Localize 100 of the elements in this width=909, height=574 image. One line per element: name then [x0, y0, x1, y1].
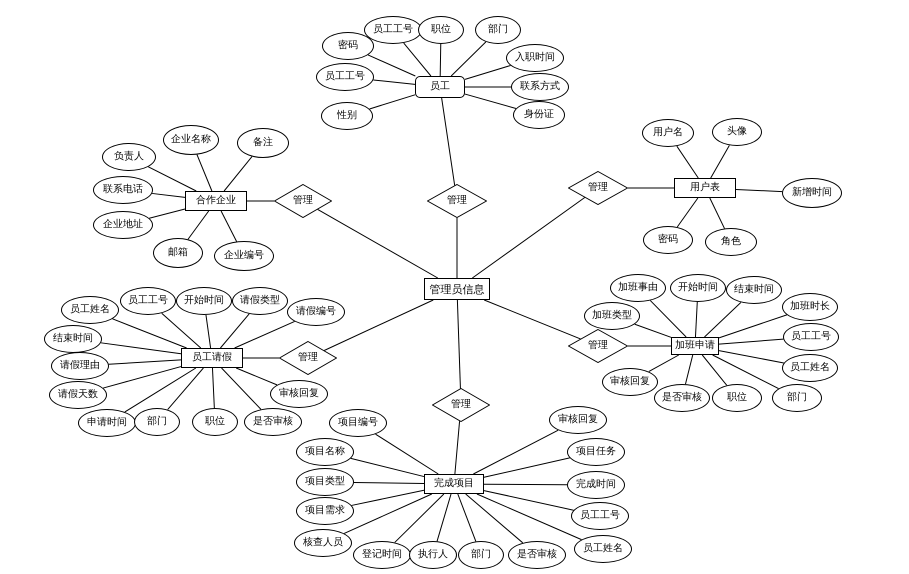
connector-line [369, 94, 416, 110]
connector-line [224, 156, 252, 192]
connector-line [464, 86, 512, 88]
relationship-diamond: 管理 [432, 388, 490, 422]
relationship-diamond: 管理 [568, 171, 628, 205]
attribute-ellipse: 员工工号 [571, 502, 629, 530]
attribute-ellipse: 员工姓名 [782, 354, 838, 382]
attribute-ellipse: 职位 [712, 384, 762, 412]
connector-line [465, 494, 524, 544]
connector-line [344, 494, 432, 534]
attribute-ellipse: 请假编号 [287, 298, 345, 326]
attribute-ellipse: 部门 [458, 541, 504, 569]
connector-line [710, 144, 730, 178]
attribute-ellipse: 开始时间 [176, 287, 232, 315]
connector-line [148, 166, 197, 192]
connector-line [718, 338, 784, 345]
attribute-ellipse: 企业编号 [214, 241, 274, 271]
attribute-ellipse: 邮箱 [153, 238, 203, 268]
attribute-ellipse: 项目编号 [329, 409, 387, 437]
attribute-ellipse: 头像 [712, 118, 762, 146]
connector-line [712, 354, 780, 390]
connector-line [650, 300, 687, 338]
attribute-ellipse: 请假类型 [232, 287, 288, 315]
connector-line [472, 430, 559, 474]
attribute-ellipse: 完成时间 [567, 471, 625, 499]
relationship-diamond: 管理 [427, 184, 487, 218]
connector-line [648, 354, 680, 372]
attribute-ellipse: 部门 [475, 16, 521, 44]
attribute-ellipse: 审核回复 [270, 380, 328, 408]
connector-line [676, 198, 698, 228]
attribute-ellipse: 密码 [643, 226, 693, 254]
attribute-ellipse: 是否审核 [244, 408, 302, 436]
connector-line [220, 210, 238, 242]
connector-line [441, 98, 456, 186]
attribute-ellipse: 结束时间 [44, 325, 102, 353]
connector-line [167, 368, 204, 410]
attribute-ellipse: 入职时间 [506, 44, 564, 72]
attribute-ellipse: 项目任务 [567, 438, 625, 466]
connector-line [317, 208, 438, 278]
attribute-ellipse: 加班事由 [610, 274, 666, 302]
connector-line [464, 94, 516, 109]
connector-line [372, 79, 416, 85]
attribute-ellipse: 联系电话 [93, 176, 153, 204]
connector-line [484, 490, 574, 511]
attribute-ellipse: 职位 [192, 408, 238, 436]
attribute-ellipse: 开始时间 [670, 274, 726, 302]
connector-line [375, 434, 439, 474]
connector-line [736, 188, 783, 192]
entity-box: 用户表 [674, 178, 736, 198]
attribute-ellipse: 请假理由 [51, 352, 109, 380]
connector-line [246, 200, 274, 202]
connector-line [351, 490, 424, 506]
attribute-ellipse: 是否审核 [654, 384, 710, 412]
attribute-ellipse: 项目需求 [296, 497, 354, 525]
attribute-ellipse: 企业地址 [93, 211, 153, 239]
connector-line [440, 44, 442, 76]
attribute-ellipse: 请假天数 [49, 381, 107, 409]
entity-box: 管理员信息 [424, 278, 490, 300]
connector-line [694, 302, 698, 338]
attribute-ellipse: 申请时间 [78, 409, 136, 437]
connector-line [205, 314, 212, 348]
connector-line [220, 313, 250, 348]
attribute-ellipse: 部门 [134, 408, 180, 436]
connector-line [112, 318, 188, 348]
connector-line [704, 302, 742, 338]
connector-line [394, 494, 444, 543]
attribute-ellipse: 负责人 [102, 143, 156, 171]
attribute-ellipse: 员工工号 [783, 323, 839, 351]
attribute-ellipse: 结束时间 [726, 276, 782, 304]
connector-line [634, 324, 672, 338]
connector-line [403, 42, 432, 76]
entity-box: 完成项目 [424, 474, 484, 494]
connector-line [484, 457, 570, 478]
attribute-ellipse: 项目类型 [296, 468, 354, 496]
entity-box: 员工 [415, 76, 465, 98]
connector-line [221, 368, 262, 410]
attribute-ellipse: 备注 [237, 128, 289, 158]
connector-line [368, 54, 416, 76]
attribute-ellipse: 企业名称 [163, 125, 219, 155]
connector-line [188, 210, 210, 240]
connector-line [100, 342, 182, 354]
attribute-ellipse: 员工姓名 [574, 535, 632, 563]
connector-line [324, 300, 434, 351]
attribute-ellipse: 是否审核 [508, 541, 566, 569]
relationship-diamond: 管理 [274, 184, 332, 218]
entity-box: 员工请假 [181, 348, 243, 368]
connector-line [676, 146, 699, 178]
connector-line [102, 366, 182, 389]
connector-line [464, 64, 511, 80]
attribute-ellipse: 员工工号 [120, 287, 176, 315]
connector-line [456, 218, 458, 278]
connector-line [124, 368, 196, 412]
entity-box: 加班申请 [671, 337, 719, 355]
relationship-diamond: 管理 [279, 341, 337, 375]
connector-line [484, 484, 568, 486]
connector-line [456, 300, 461, 389]
relationship-diamond: 管理 [568, 329, 628, 363]
attribute-ellipse: 员工工号 [316, 63, 374, 91]
connector-line [236, 368, 278, 386]
attribute-ellipse: 部门 [772, 384, 822, 412]
